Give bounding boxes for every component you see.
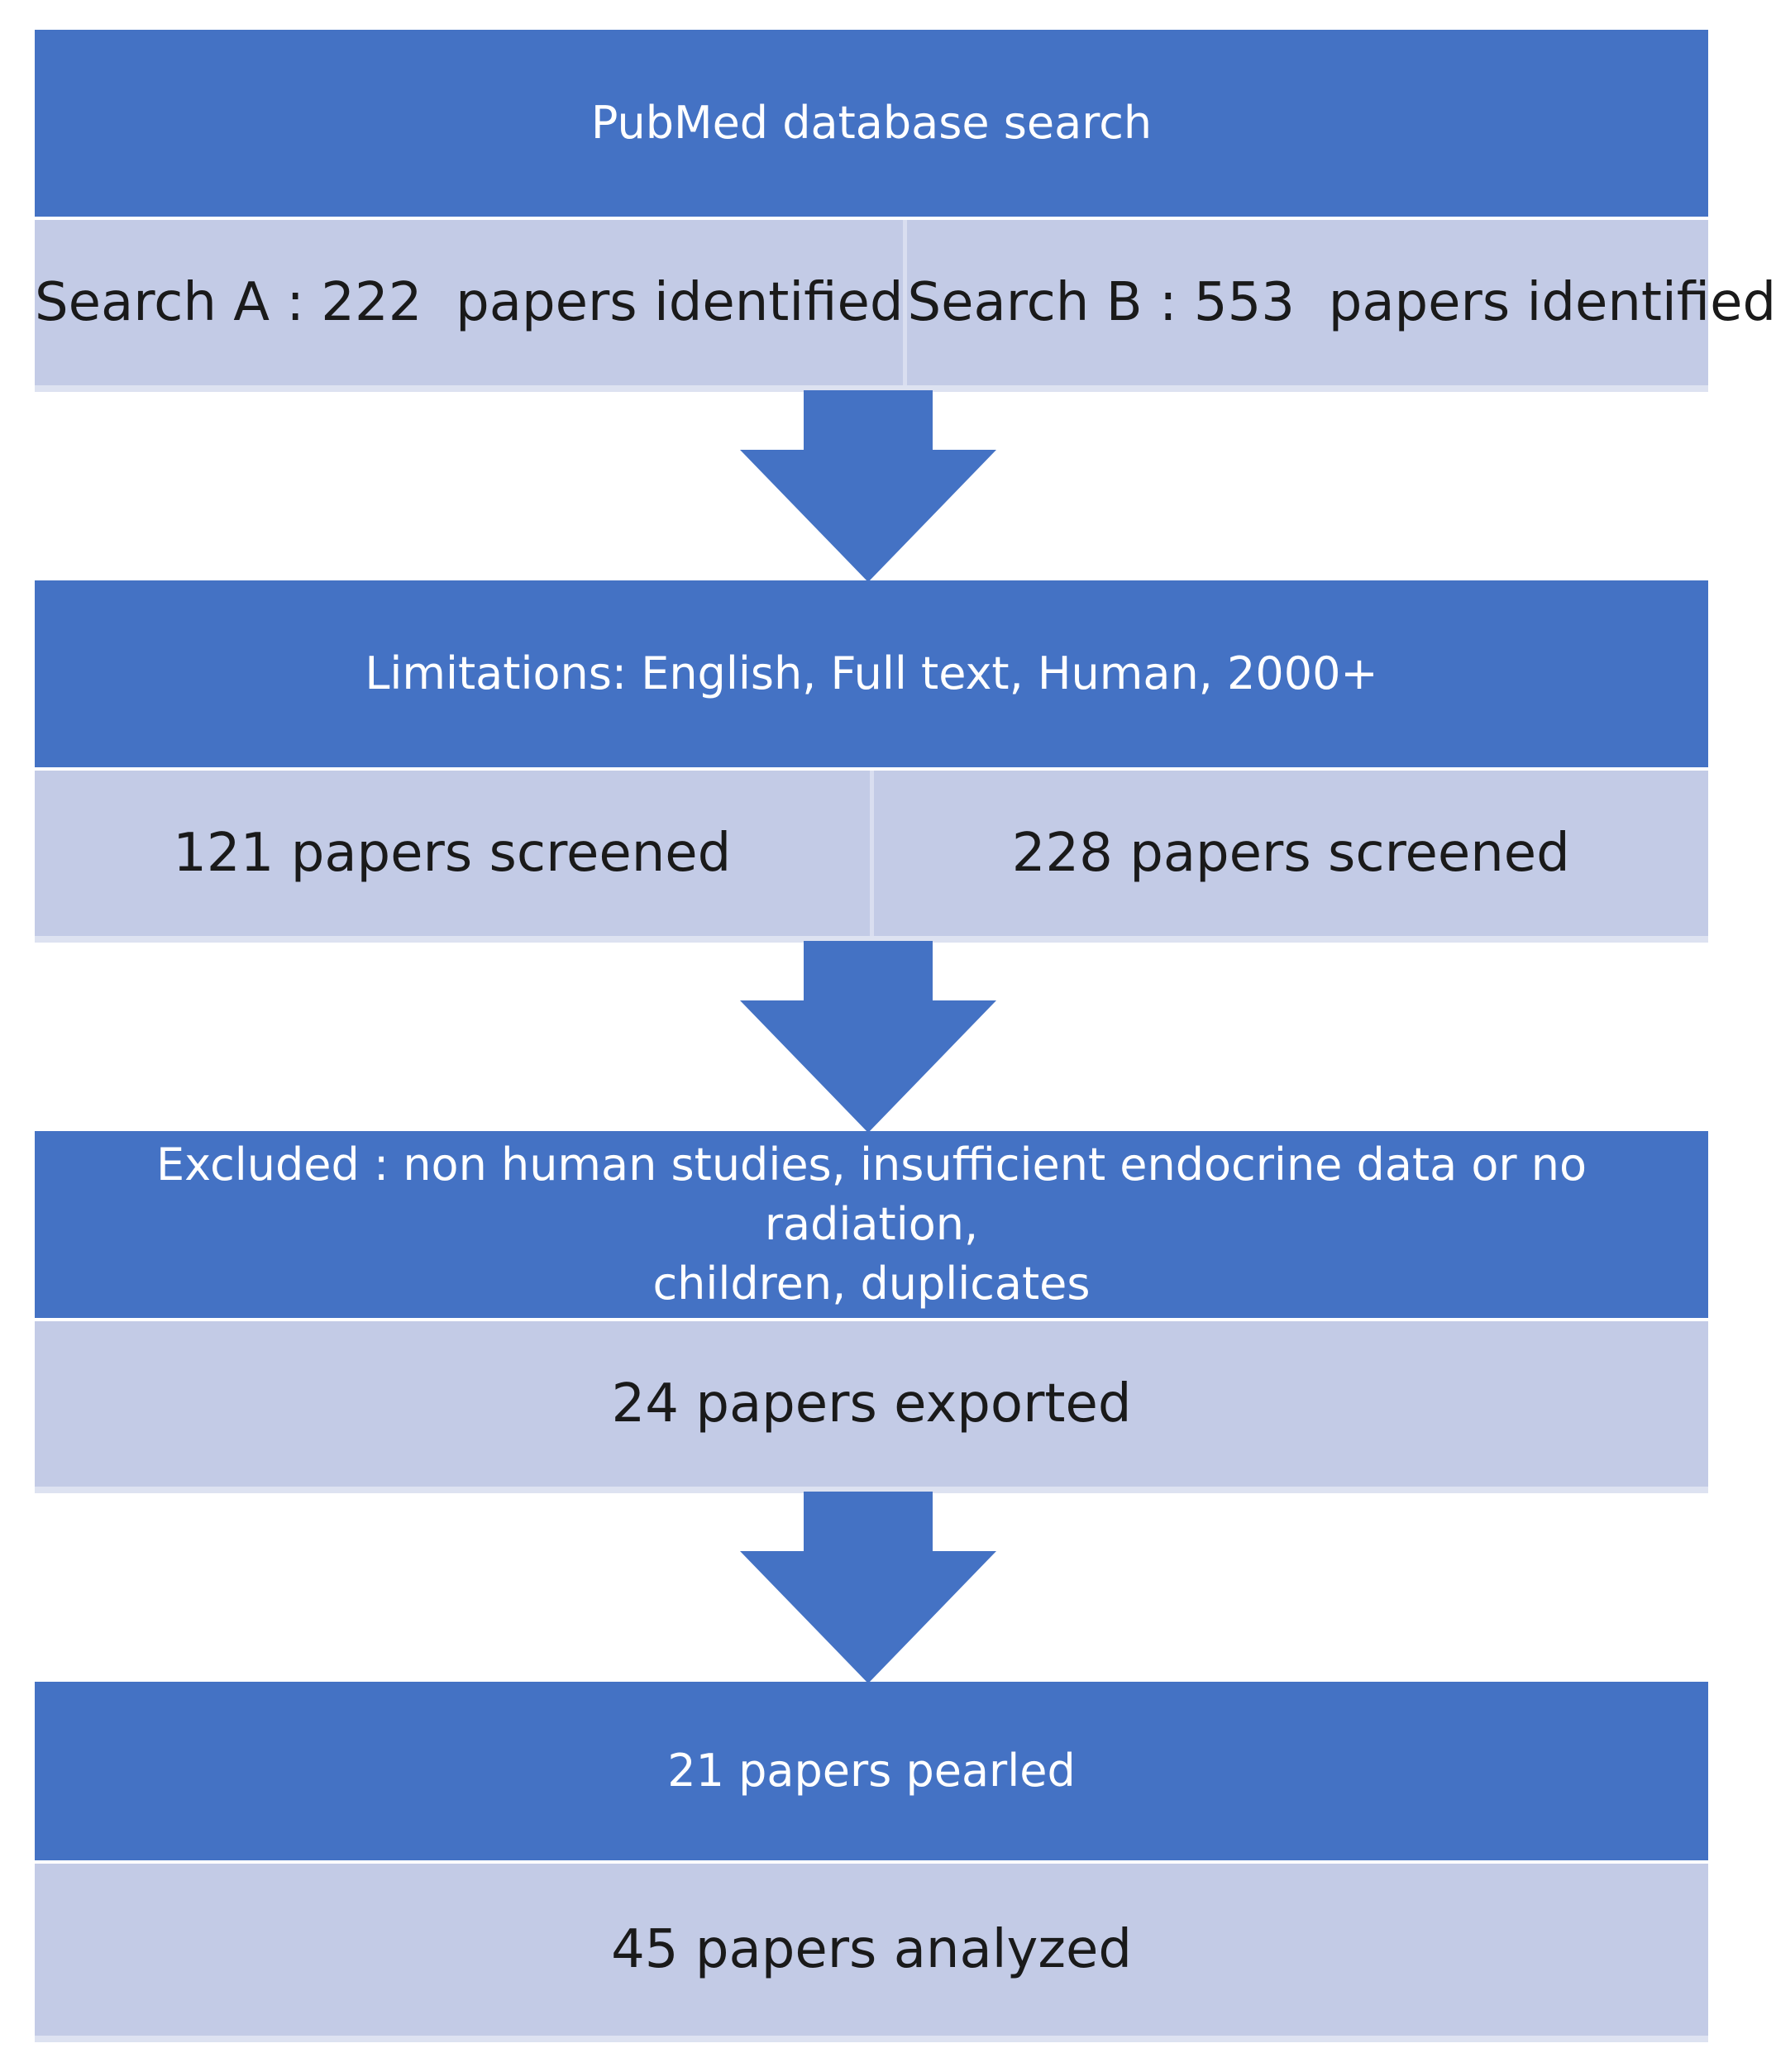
excluded-header-line2: children, duplicates: [652, 1258, 1091, 1310]
screened-row: 121 papers screened 228 papers screened: [35, 771, 1708, 936]
limitations-header: Limitations: English, Full text, Human, …: [35, 580, 1708, 767]
limitations-header-text: Limitations: English, Full text, Human, …: [365, 647, 1378, 699]
exported-row: 24 papers exported: [35, 1321, 1708, 1487]
screened-a-cell: 121 papers screened: [35, 771, 874, 936]
search-a-text: Search A : 222 papers identified: [35, 272, 904, 333]
row-shadow: [35, 1487, 1708, 1493]
row-shadow: [35, 385, 1708, 392]
search-b-cell: Search B : 553 papers identified: [907, 220, 1776, 385]
excluded-header: Excluded : non human studies, insufficie…: [35, 1131, 1708, 1318]
pearled-header-text: 21 papers pearled: [667, 1745, 1076, 1797]
exported-text: 24 papers exported: [611, 1373, 1132, 1435]
screened-b-text: 228 papers screened: [1011, 823, 1570, 884]
search-a-cell: Search A : 222 papers identified: [35, 220, 908, 385]
analyzed-row: 45 papers analyzed: [35, 1864, 1708, 2036]
search-header: PubMed database search: [35, 30, 1708, 217]
analyzed-text: 45 papers analyzed: [611, 1919, 1132, 1980]
screened-a-text: 121 papers screened: [173, 823, 732, 884]
row-shadow: [35, 2036, 1708, 2042]
excluded-header-line1: Excluded : non human studies, insufficie…: [155, 1139, 1587, 1250]
down-arrow-2-icon: [740, 941, 996, 1133]
search-b-text: Search B : 553 papers identified: [907, 272, 1776, 333]
down-arrow-3-icon: [740, 1492, 996, 1683]
row-shadow: [35, 936, 1708, 943]
screened-b-cell: 228 papers screened: [874, 771, 1709, 936]
pearled-header: 21 papers pearled: [35, 1682, 1708, 1860]
search-header-text: PubMed database search: [590, 97, 1153, 149]
down-arrow-1-icon: [740, 390, 996, 582]
search-results-row: Search A : 222 papers identified Search …: [35, 220, 1776, 385]
